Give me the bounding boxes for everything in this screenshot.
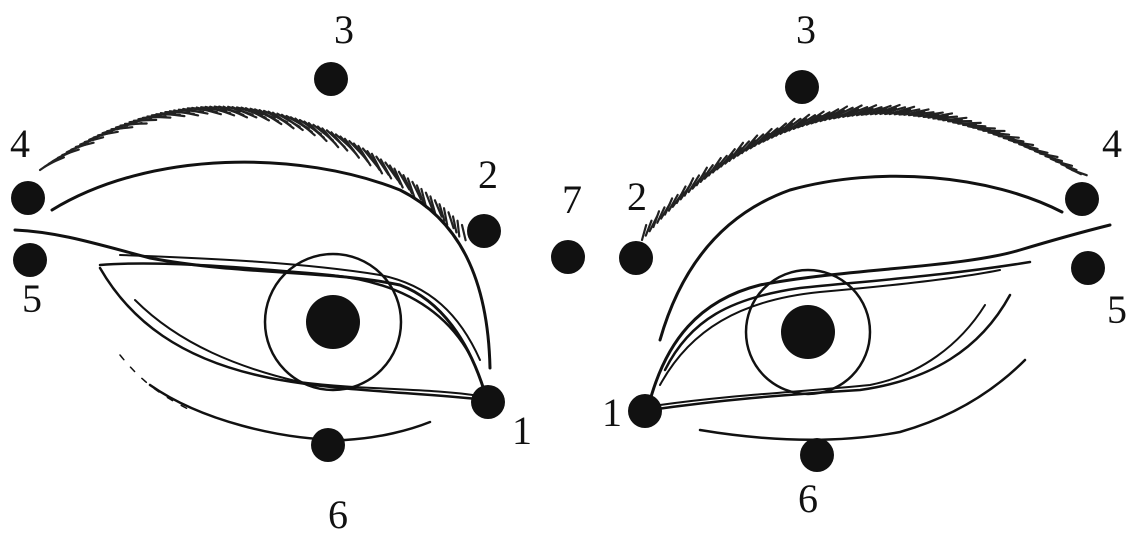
left-upper-lash-line	[100, 263, 470, 355]
right-eye-drawing	[642, 105, 1110, 440]
eyebrow-hair-stroke	[642, 225, 646, 240]
right-point-1-dot	[628, 394, 662, 428]
eyebrow-hair-stroke	[147, 117, 170, 118]
point-7-label: 7	[562, 177, 582, 222]
right-acupoints: 1 2 3 4 5 6	[602, 7, 1127, 521]
eyebrow-hair-stroke	[462, 225, 466, 240]
left-point-3-label: 3	[334, 7, 354, 52]
right-point-4-dot	[1065, 182, 1099, 216]
right-eye-outline-top	[648, 225, 1110, 408]
point-7-dot	[551, 240, 585, 274]
right-under-eye-arc	[700, 360, 1025, 440]
left-point-5-dot	[13, 243, 47, 277]
eyebrow-hair-stroke	[112, 127, 133, 129]
right-point-2-label: 2	[627, 174, 647, 219]
left-under-eye-arc	[150, 385, 430, 440]
left-eyebrow	[40, 107, 466, 241]
right-point-6-label: 6	[798, 476, 818, 521]
center-acupoint: 7	[551, 177, 585, 274]
left-point-1-label: 1	[512, 408, 532, 453]
eyebrow-hair-stroke	[999, 136, 1019, 138]
left-point-3-dot	[314, 62, 348, 96]
left-point-6-label: 6	[328, 492, 348, 535]
left-point-5-label: 5	[22, 276, 42, 321]
right-point-1-label: 1	[602, 390, 622, 435]
right-point-2-dot	[619, 241, 653, 275]
left-point-6-dot	[311, 428, 345, 462]
right-point-5-dot	[1071, 251, 1105, 285]
eyebrow-hair-stroke	[134, 120, 156, 121]
left-eye-drawing	[15, 107, 490, 440]
eyebrow-hair-stroke	[973, 128, 995, 129]
right-point-5-label: 5	[1107, 287, 1127, 332]
eyebrow-hair-stroke	[963, 125, 985, 126]
right-point-3-label: 3	[796, 7, 816, 52]
right-eyebrow	[642, 105, 1087, 240]
right-upper-lash-line	[665, 262, 1030, 370]
left-point-4-label: 4	[10, 121, 30, 166]
eyebrow-hair-stroke	[958, 123, 981, 124]
left-point-1-dot	[471, 385, 505, 419]
right-pupil	[781, 305, 835, 359]
right-point-4-label: 4	[1102, 121, 1122, 166]
left-point-2-label: 2	[478, 152, 498, 197]
right-lid-crease	[660, 176, 1062, 340]
left-point-4-dot	[11, 181, 45, 215]
eyebrow-hair-stroke	[458, 221, 460, 237]
right-point-3-dot	[785, 70, 819, 104]
left-pupil	[306, 295, 360, 349]
left-point-2-dot	[467, 214, 501, 248]
right-point-6-dot	[800, 438, 834, 472]
